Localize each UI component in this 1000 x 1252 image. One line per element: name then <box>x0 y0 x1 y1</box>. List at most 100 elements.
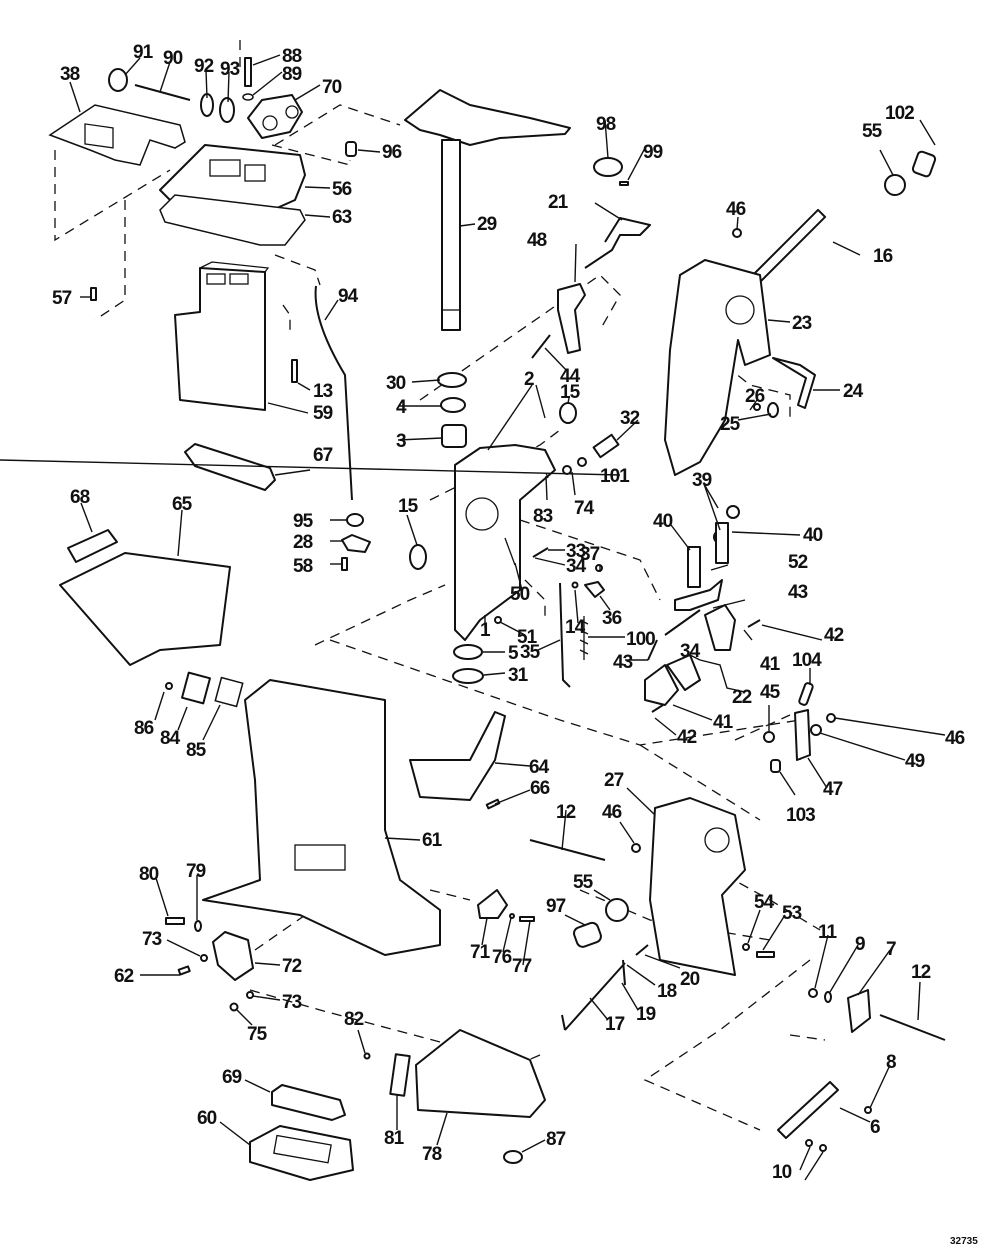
callout-12a: 12 <box>556 802 576 823</box>
part-rod-35 <box>559 582 571 688</box>
callout-85: 85 <box>186 740 207 761</box>
callout-73a: 73 <box>142 929 162 950</box>
part-washer-10 <box>805 1139 813 1147</box>
callout-41a: 41 <box>760 654 781 675</box>
part-bushing-3 <box>441 424 467 448</box>
callout-79: 79 <box>186 861 206 882</box>
callout-83: 83 <box>533 506 553 527</box>
part-nut-55a <box>884 174 906 196</box>
part-bolt-90 <box>134 84 191 101</box>
part-clip-87 <box>503 1150 523 1164</box>
part-driveshaft-housing-61 <box>202 679 441 956</box>
alignment-lines <box>54 40 871 1131</box>
part-screw-80 <box>165 917 185 925</box>
callout-27: 27 <box>604 770 624 791</box>
callout-5: 5 <box>508 643 519 664</box>
callout-2: 2 <box>524 369 534 390</box>
callout-81: 81 <box>384 1128 405 1149</box>
part-washer-15a <box>409 544 427 570</box>
part-steering-arm-29 <box>404 89 571 146</box>
part-shroud-64 <box>409 711 506 801</box>
callout-13: 13 <box>313 381 333 402</box>
callout-73b: 73 <box>282 992 302 1013</box>
part-plate-84 <box>181 671 211 705</box>
part-washer-31 <box>452 668 484 684</box>
part-screw-75 <box>229 1002 239 1012</box>
part-pin-43b <box>647 639 658 661</box>
part-washer-54 <box>742 943 750 951</box>
callout-61: 61 <box>422 830 443 851</box>
part-pin-43a <box>664 609 701 636</box>
part-cap-97 <box>572 921 602 948</box>
part-stern-bracket-27 <box>649 797 746 976</box>
callout-43b: 43 <box>613 652 633 673</box>
part-stern-bracket-23 <box>664 259 771 476</box>
part-screw-37 <box>595 564 603 572</box>
part-washer-101 <box>577 457 587 467</box>
parts <box>48 57 946 1181</box>
part-cap-102 <box>911 150 937 178</box>
callout-45: 45 <box>760 682 781 703</box>
callout-95: 95 <box>293 511 314 532</box>
callout-78: 78 <box>422 1144 442 1165</box>
part-nut-46a <box>732 228 742 238</box>
part-grommet-95 <box>346 513 364 527</box>
part-bracket-41b <box>644 664 679 706</box>
part-washer-9 <box>824 991 832 1003</box>
part-screw-58 <box>341 557 348 571</box>
part-screw-76 <box>509 913 515 919</box>
callout-40b: 40 <box>803 525 823 546</box>
callout-42a: 42 <box>824 625 844 646</box>
part-screw-53 <box>756 951 775 958</box>
callout-52: 52 <box>788 552 808 573</box>
callout-38: 38 <box>60 64 80 85</box>
callout-103: 103 <box>786 805 815 826</box>
part-screw-86 <box>165 682 173 690</box>
callout-17: 17 <box>605 1014 625 1035</box>
part-screw-13 <box>291 359 298 383</box>
part-pin-42b <box>651 704 664 713</box>
callout-7: 7 <box>886 939 896 960</box>
part-seal-67 <box>184 443 276 491</box>
callout-25: 25 <box>720 414 741 435</box>
callout-40a: 40 <box>653 511 673 532</box>
callout-68: 68 <box>70 487 90 508</box>
callout-39: 39 <box>692 470 712 491</box>
callout-23: 23 <box>792 313 812 334</box>
callout-93: 93 <box>220 59 240 80</box>
part-nut-10b <box>819 1144 827 1152</box>
callout-44: 44 <box>560 366 581 387</box>
part-gasket-63 <box>159 194 306 246</box>
callout-66: 66 <box>530 778 550 799</box>
part-screw-66 <box>485 798 501 810</box>
part-nut-46b <box>826 713 836 723</box>
callout-11: 11 <box>818 922 838 943</box>
part-seal-4 <box>440 397 466 413</box>
callout-53: 53 <box>782 903 802 924</box>
callout-34b: 34 <box>680 641 701 662</box>
callout-33: 33 <box>566 541 586 562</box>
part-washer-89 <box>242 93 254 101</box>
part-washer-79 <box>194 920 202 932</box>
leader-lines <box>0 54 946 1181</box>
callout-15a: 15 <box>398 496 419 517</box>
part-washer-93 <box>219 97 235 123</box>
part-bushing-91 <box>108 68 128 92</box>
part-spring-100 <box>579 616 589 660</box>
part-pin-20 <box>635 944 649 956</box>
part-pin-33 <box>532 547 549 558</box>
callout-16: 16 <box>873 246 893 267</box>
part-washer-15b <box>559 402 577 424</box>
callout-102: 102 <box>885 103 914 124</box>
callout-64: 64 <box>529 757 550 778</box>
part-screw-57 <box>90 287 97 301</box>
part-plate-52 <box>674 579 723 611</box>
callout-104: 104 <box>792 650 822 671</box>
callout-55b: 55 <box>573 872 594 893</box>
callout-10: 10 <box>772 1162 792 1183</box>
callout-22: 22 <box>732 687 752 708</box>
callout-21: 21 <box>548 192 569 213</box>
callout-74: 74 <box>574 498 595 519</box>
part-gasket-85 <box>214 676 244 708</box>
part-rod-17 <box>561 962 626 1031</box>
